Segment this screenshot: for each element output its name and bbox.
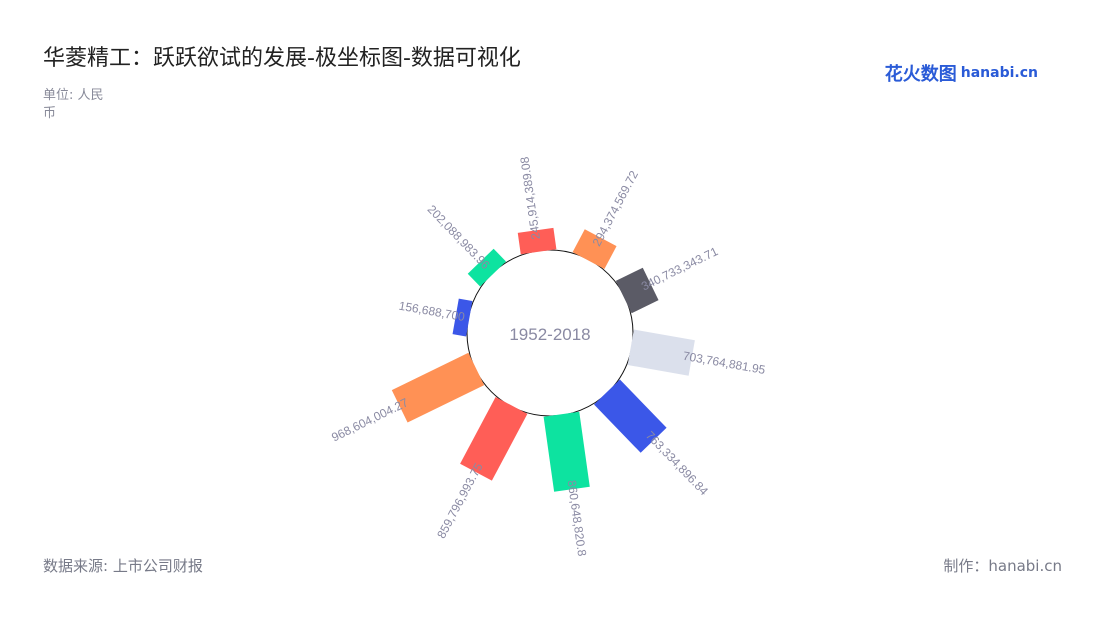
bar: [467, 248, 506, 287]
value-label: 859,796,993.75: [434, 460, 486, 541]
bar: [517, 227, 557, 255]
data-source: 数据来源: 上市公司财报: [43, 557, 203, 575]
bar: [460, 396, 528, 481]
maker-credit: 制作：hanabi.cn: [943, 557, 1062, 575]
value-label: 202,088,983.96: [425, 202, 493, 272]
bar: [543, 411, 590, 492]
brand-logo: 花火数图 hanabi.cn: [885, 60, 1038, 86]
value-label: 245,914,389.08: [517, 155, 543, 240]
logo-en: hanabi.cn: [960, 65, 1038, 81]
center-label: 1952-2018: [509, 325, 590, 344]
bar: [391, 352, 485, 423]
logo-cn: 花火数图: [884, 64, 957, 85]
bar: [627, 329, 695, 376]
value-label: 340,733,343.71: [639, 244, 720, 293]
value-label: 294,374,569.72: [590, 168, 642, 249]
unit-label: 单位: 人民币: [43, 88, 104, 121]
bar: [615, 267, 659, 314]
chart-title: 华菱精工：跃跃欲试的发展-极坐标图-数据可视化: [43, 46, 521, 71]
value-label: 968,604,004.27: [329, 395, 410, 444]
bar: [572, 229, 617, 270]
value-label: 763,334,896.84: [643, 428, 711, 498]
value-label: 860,648,820.8: [565, 479, 590, 557]
bar: [452, 298, 473, 337]
value-label: 156,688,700: [398, 299, 466, 324]
value-label: 703,764,881.95: [682, 349, 767, 377]
bar: [594, 379, 667, 453]
